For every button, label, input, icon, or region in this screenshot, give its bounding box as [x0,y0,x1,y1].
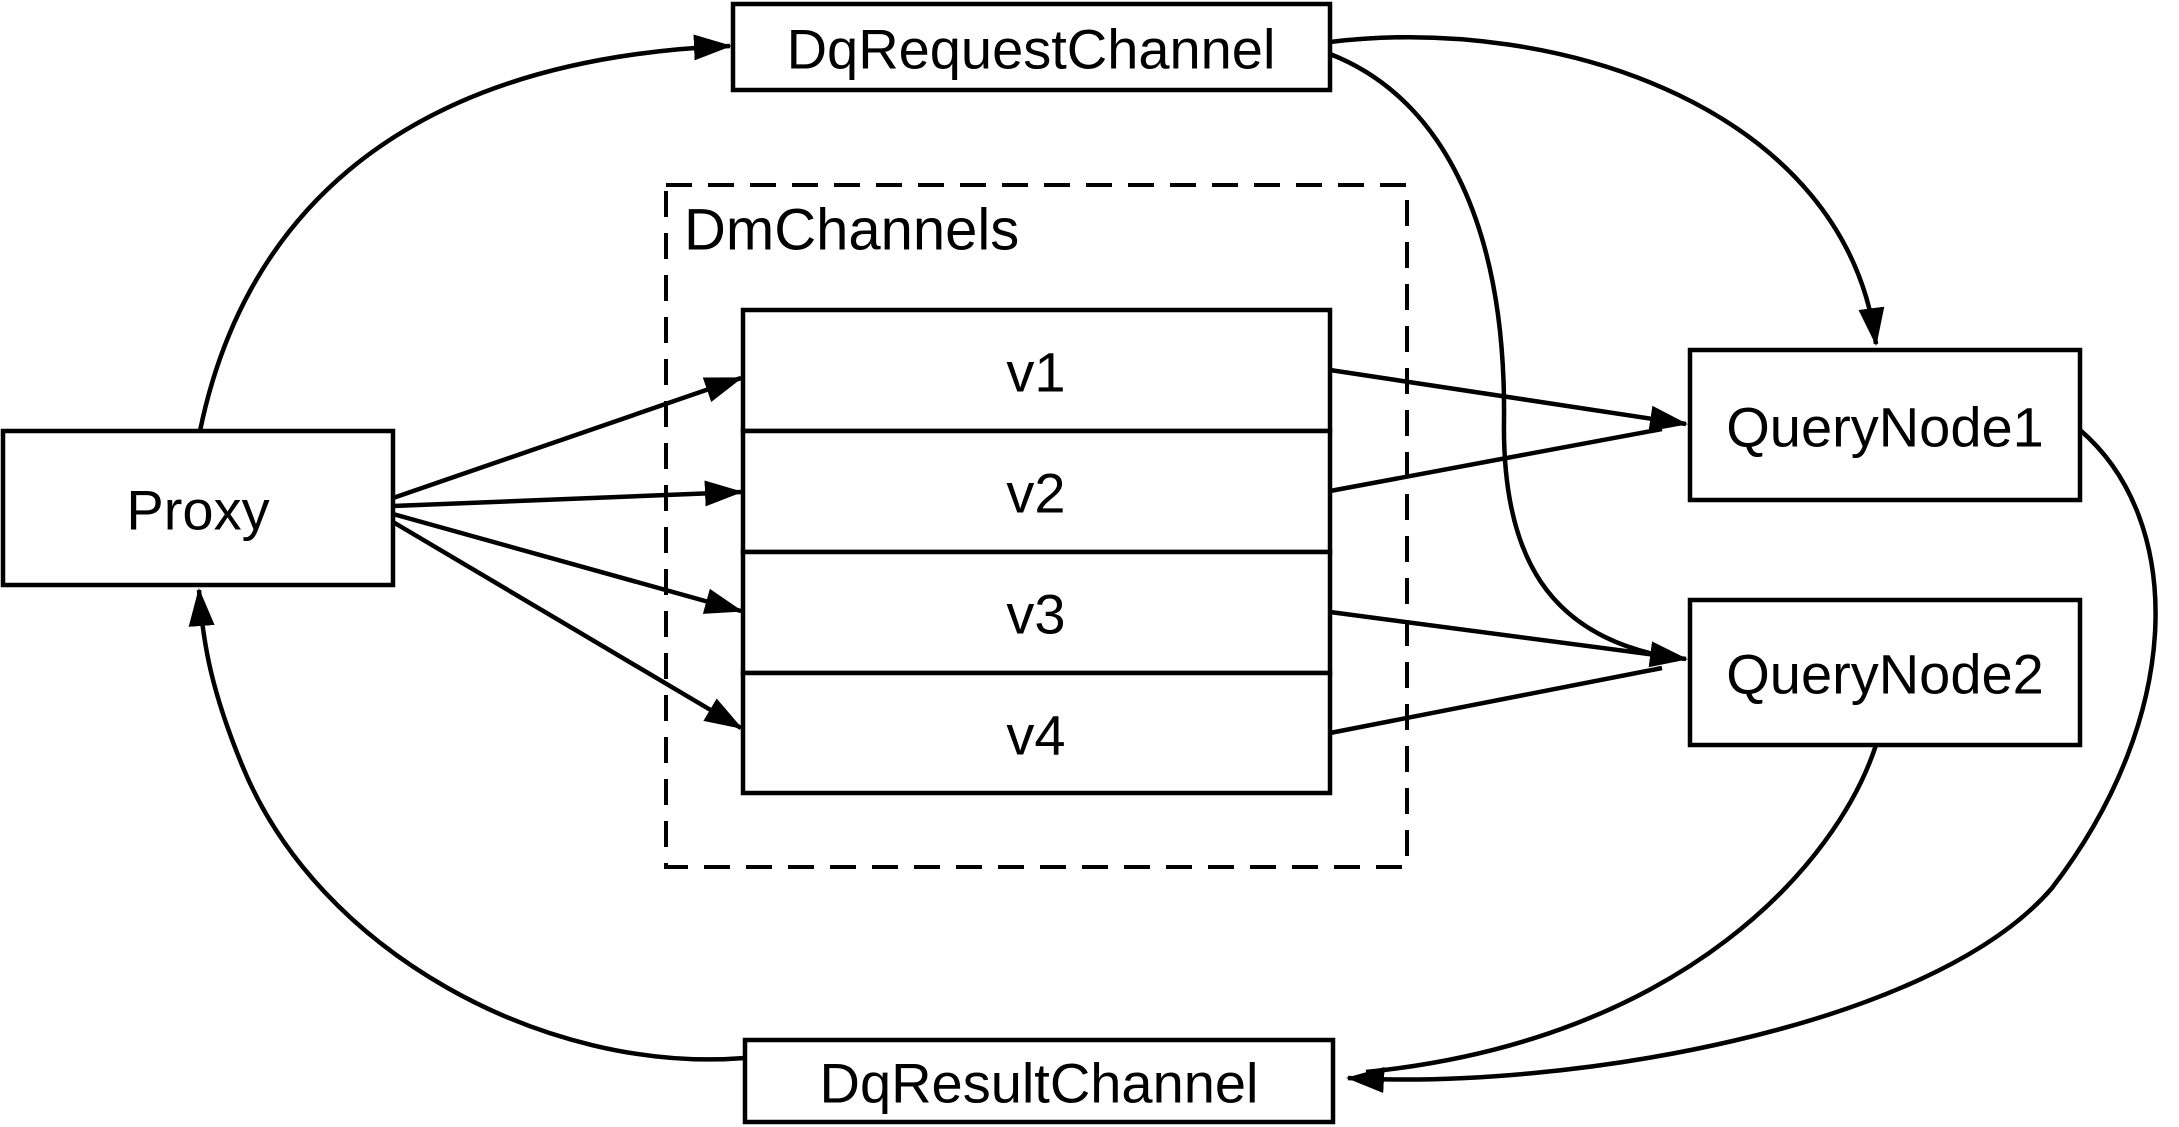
edge-dqrequestchannel-to-querynode2 [1329,51,1659,658]
v4-box [740,670,1333,796]
edge-proxy-to-v4 [391,520,743,730]
edge-v4-to-querynode2 [1329,665,1663,736]
node-dq-request-channel: DqRequestChannel [730,1,1333,93]
v1-box [740,307,1333,434]
v2-label: v2 [1006,462,1065,525]
edge-dqresultchannel-to-proxy [188,588,746,1062]
edge-proxy-to-dqrequestchannel [197,34,732,432]
node-channel-v2: v2 [740,428,1333,555]
dm-channels-group: DmChannels [664,183,1409,869]
node-dq-result-channel: DqResultChannel [742,1037,1336,1125]
edge-v3-to-querynode2 [1329,609,1688,668]
v1-label: v1 [1006,341,1065,404]
node-proxy: Proxy [0,428,396,588]
node-channel-v1: v1 [740,307,1333,434]
proxy-box [0,428,396,588]
proxy-label: Proxy [126,479,269,542]
v3-box [740,549,1333,676]
query-node-1-box [1687,347,2083,503]
node-channel-v4: v4 [740,670,1333,796]
v2-box [740,428,1333,555]
edge-v2-to-querynode1 [1329,426,1663,494]
dq-result-channel-label: DqResultChannel [820,1052,1259,1115]
dq-request-channel-label: DqRequestChannel [787,18,1276,81]
v4-label: v4 [1006,704,1065,767]
node-query-node-2: QueryNode2 [1687,597,2083,748]
query-node-2-label: QueryNode2 [1726,643,2044,706]
v3-label: v3 [1006,583,1065,646]
edge-proxy-to-v2 [392,480,743,509]
edges [188,34,2158,1094]
node-channel-v3: v3 [740,549,1333,676]
edge-querynode1-to-dqresultchannel [1346,428,2158,1094]
edge-v1-to-querynode1 [1329,367,1688,432]
edge-proxy-to-v3 [392,511,743,614]
query-node-2-box [1687,597,2083,748]
dm-channels-label: DmChannels [684,198,1019,263]
dq-request-channel-box [730,1,1333,93]
dq-result-channel-box [742,1037,1336,1125]
node-query-node-1: QueryNode1 [1687,347,2083,503]
query-node-1-label: QueryNode1 [1726,396,2044,459]
edge-querynode2-to-dqresultchannel [1365,744,1879,1075]
edge-proxy-to-v1 [392,375,743,501]
edge-dqrequestchannel-to-querynode1 [1329,35,1885,346]
